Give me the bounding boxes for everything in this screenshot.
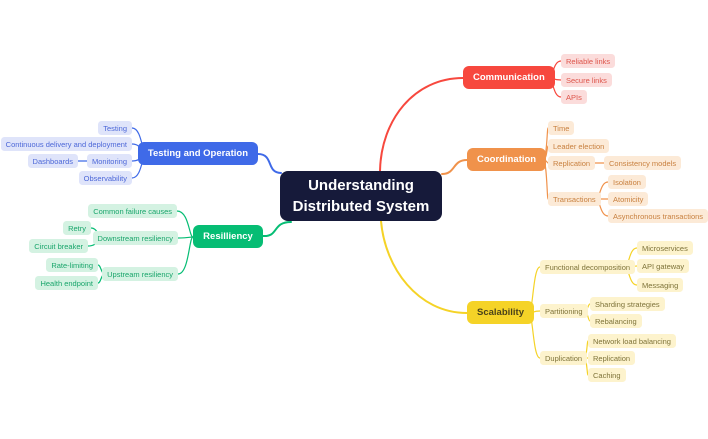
node-scalability[interactable]: Scalability [467, 301, 534, 324]
node-continuous-delivery-and-deployment[interactable]: Continuous delivery and deployment [0, 137, 132, 151]
node-rebalancing[interactable]: Rebalancing [590, 314, 642, 328]
node-partitioning[interactable]: Partitioning [540, 304, 588, 318]
node-rate-limiting[interactable]: Rate-limiting [46, 258, 98, 272]
node-atomicity[interactable]: Atomicity [608, 192, 649, 206]
edge-resilliency-common [176, 210, 194, 238]
node-time[interactable]: Time [548, 121, 575, 135]
node-caching[interactable]: Caching [588, 368, 626, 382]
central-topic-line2: Distributed System [292, 198, 430, 215]
node-coordination[interactable]: Coordination [467, 148, 547, 171]
node-upstream-resiliency[interactable]: Upstream resiliency [102, 267, 178, 281]
node-common-failure-causes[interactable]: Common failure causes [88, 204, 177, 218]
node-asynchronous-transactions[interactable]: Asynchronous transactions [608, 209, 708, 223]
node-sharding-strategies[interactable]: Sharding strategies [590, 297, 665, 311]
node-testing[interactable]: Testing [98, 121, 132, 135]
node-central-topic[interactable]: Understanding Distributed System [280, 171, 442, 221]
node-duplication[interactable]: Duplication [540, 351, 588, 365]
central-topic-line1: Understanding [308, 177, 414, 194]
edge-center-resilliency [262, 221, 292, 238]
node-apis[interactable]: APIs [561, 90, 587, 104]
node-functional-decomposition[interactable]: Functional decomposition [540, 260, 636, 274]
edge-resilliency-downstream [177, 236, 194, 239]
edge-center-coordination [441, 159, 468, 175]
node-health-endpoint[interactable]: Health endpoint [35, 276, 98, 290]
node-microservices[interactable]: Microservices [637, 241, 693, 255]
node-replication-dup[interactable]: Replication [588, 351, 636, 365]
edge-center-scalability [380, 220, 468, 314]
edge-center-testing-operation [257, 153, 282, 174]
node-communication[interactable]: Communication [463, 66, 555, 89]
node-api-gateway[interactable]: API gateway [637, 259, 690, 273]
node-leader-election[interactable]: Leader election [548, 139, 610, 153]
node-observability[interactable]: Observability [78, 171, 132, 185]
node-reliable-links[interactable]: Reliable links [561, 54, 616, 68]
node-transactions[interactable]: Transactions [548, 192, 601, 206]
node-resilliency[interactable]: Resilliency [193, 225, 263, 248]
node-downstream-resiliency[interactable]: Downstream resiliency [92, 231, 178, 245]
node-dashboards[interactable]: Dashboards [27, 154, 78, 168]
edge-center-communication [379, 77, 464, 172]
node-consistency-models[interactable]: Consistency models [604, 156, 682, 170]
node-isolation[interactable]: Isolation [608, 175, 646, 189]
node-circuit-breaker[interactable]: Circuit breaker [29, 239, 88, 253]
node-monitoring[interactable]: Monitoring [86, 154, 132, 168]
node-retry[interactable]: Retry [63, 221, 91, 235]
node-testing-and-operation[interactable]: Testing and Operation [137, 142, 258, 165]
node-replication[interactable]: Replication [548, 156, 596, 170]
node-messaging[interactable]: Messaging [637, 278, 684, 292]
node-network-load-balancing[interactable]: Network load balancing [588, 334, 676, 348]
edge-resilliency-upstream [177, 236, 194, 275]
node-secure-links[interactable]: Secure links [561, 73, 612, 87]
